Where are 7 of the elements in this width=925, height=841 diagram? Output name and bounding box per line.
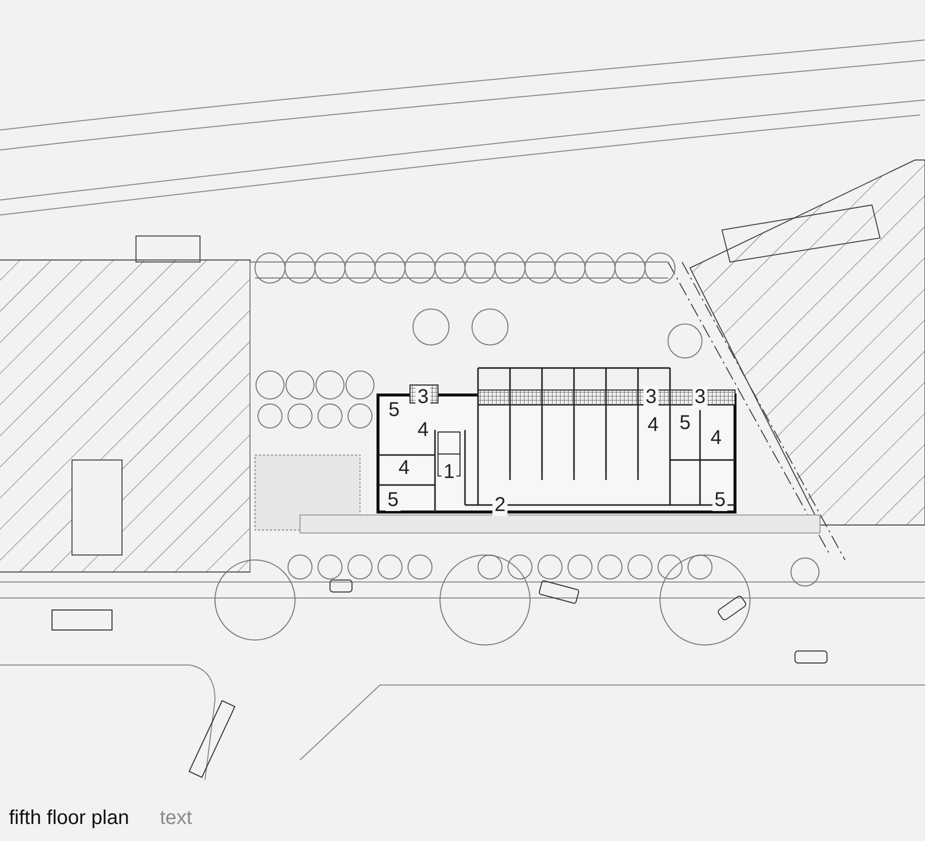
- caption: fifth floor plan: [9, 806, 130, 830]
- room-number: 5: [385, 489, 401, 511]
- room-number: 5: [712, 489, 728, 511]
- room-number: 3: [692, 386, 708, 408]
- room-number: 3: [643, 386, 659, 408]
- overlay-text: text: [158, 807, 194, 829]
- room-number: 2: [492, 494, 508, 516]
